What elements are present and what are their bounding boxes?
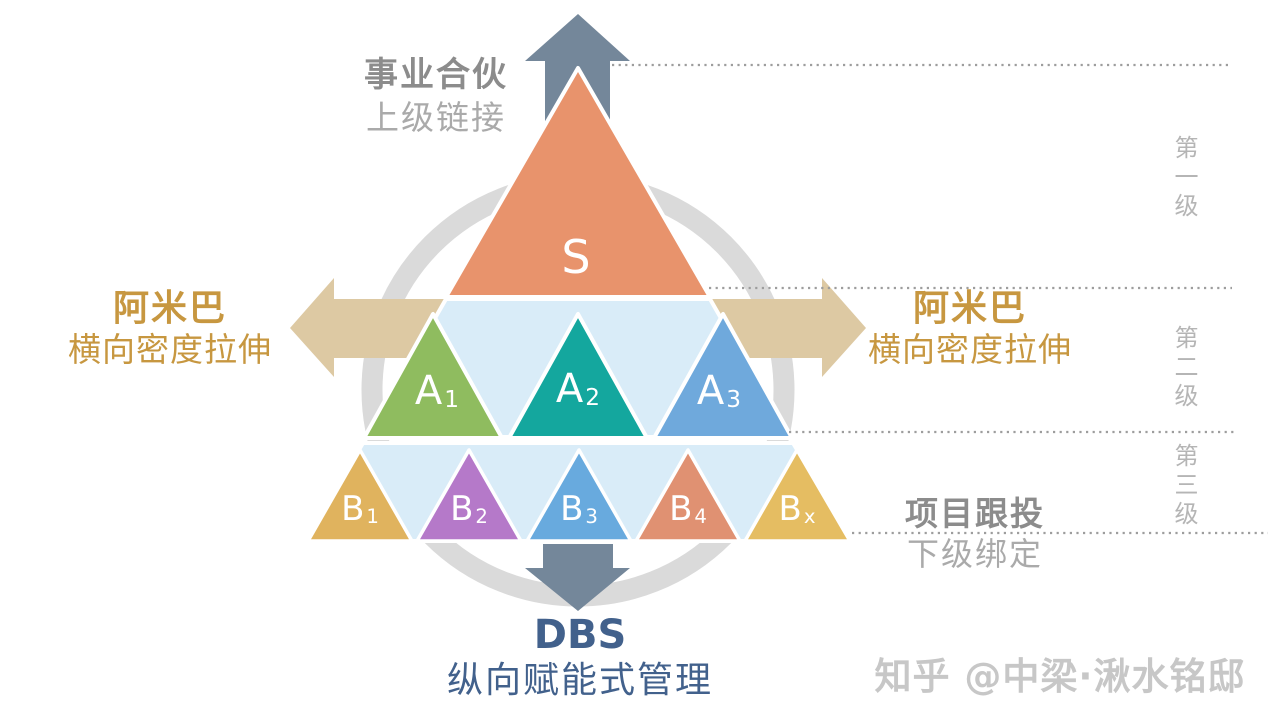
level-axis-label-2: 第二级: [1170, 324, 1198, 412]
b1-letter: B: [341, 489, 365, 529]
triangle-a1-label: A1: [387, 368, 487, 414]
right-annotation-title: 阿米巴: [912, 288, 1027, 329]
b1-subscript: 1: [366, 504, 379, 528]
b3-subscript: 3: [585, 504, 598, 528]
triangle-b3: [525, 448, 633, 543]
down-arrow-icon: [525, 544, 630, 611]
apex-letter: S: [561, 230, 591, 284]
triangle-a3: [652, 312, 794, 440]
triangle-bx: [743, 448, 852, 543]
triangle-a1: [362, 312, 504, 440]
project-annotation-subtitle: 下级绑定: [906, 535, 1043, 573]
triangle-a2: [507, 312, 649, 440]
level-axis-label-1: 第一级: [1170, 134, 1198, 222]
project-annotation: 项目跟投 下级绑定: [860, 494, 1090, 574]
a1-subscript: 1: [444, 386, 460, 414]
b2-letter: B: [450, 489, 474, 529]
a2-letter: A: [555, 366, 584, 412]
bottom-annotation-subtitle: 纵向赋能式管理: [446, 660, 713, 701]
triangle-a2-label: A2: [528, 366, 628, 412]
level-axis-label-3: 第三级: [1170, 442, 1198, 530]
triangle-b4: [634, 448, 742, 543]
left-annotation-title: 阿米巴: [112, 288, 227, 329]
triangle-b1: [306, 448, 414, 543]
top-annotation-title: 事业合伙: [364, 55, 508, 95]
b3-letter: B: [560, 489, 584, 529]
right-annotation-subtitle: 横向密度拉伸: [868, 330, 1072, 369]
project-annotation-title: 项目跟投: [905, 494, 1045, 533]
b4-letter: B: [669, 489, 693, 529]
top-annotation-subtitle: 上级链接: [366, 98, 506, 137]
left-annotation-subtitle: 横向密度拉伸: [68, 330, 272, 369]
triangle-b2: [415, 448, 523, 543]
bx-subscript: x: [803, 504, 816, 528]
bottom-annotation: DBS 纵向赋能式管理: [400, 612, 760, 704]
watermark: 知乎 @中梁·湫水铭邸: [874, 655, 1246, 698]
top-annotation: 事业合伙 上级链接: [336, 52, 536, 138]
b2-subscript: 2: [475, 504, 488, 528]
a2-subscript: 2: [585, 384, 601, 412]
a3-subscript: 3: [726, 386, 742, 414]
left-annotation: 阿米巴 横向密度拉伸: [30, 288, 310, 370]
a1-letter: A: [414, 368, 443, 414]
a3-letter: A: [696, 368, 725, 414]
bx-letter: B: [778, 489, 802, 529]
bottom-annotation-title: DBS: [533, 612, 627, 658]
apex-triangle-label: S: [526, 230, 626, 284]
right-annotation: 阿米巴 横向密度拉伸: [830, 288, 1110, 370]
b4-subscript: 4: [694, 504, 707, 528]
triangle-a3-label: A3: [669, 368, 769, 414]
